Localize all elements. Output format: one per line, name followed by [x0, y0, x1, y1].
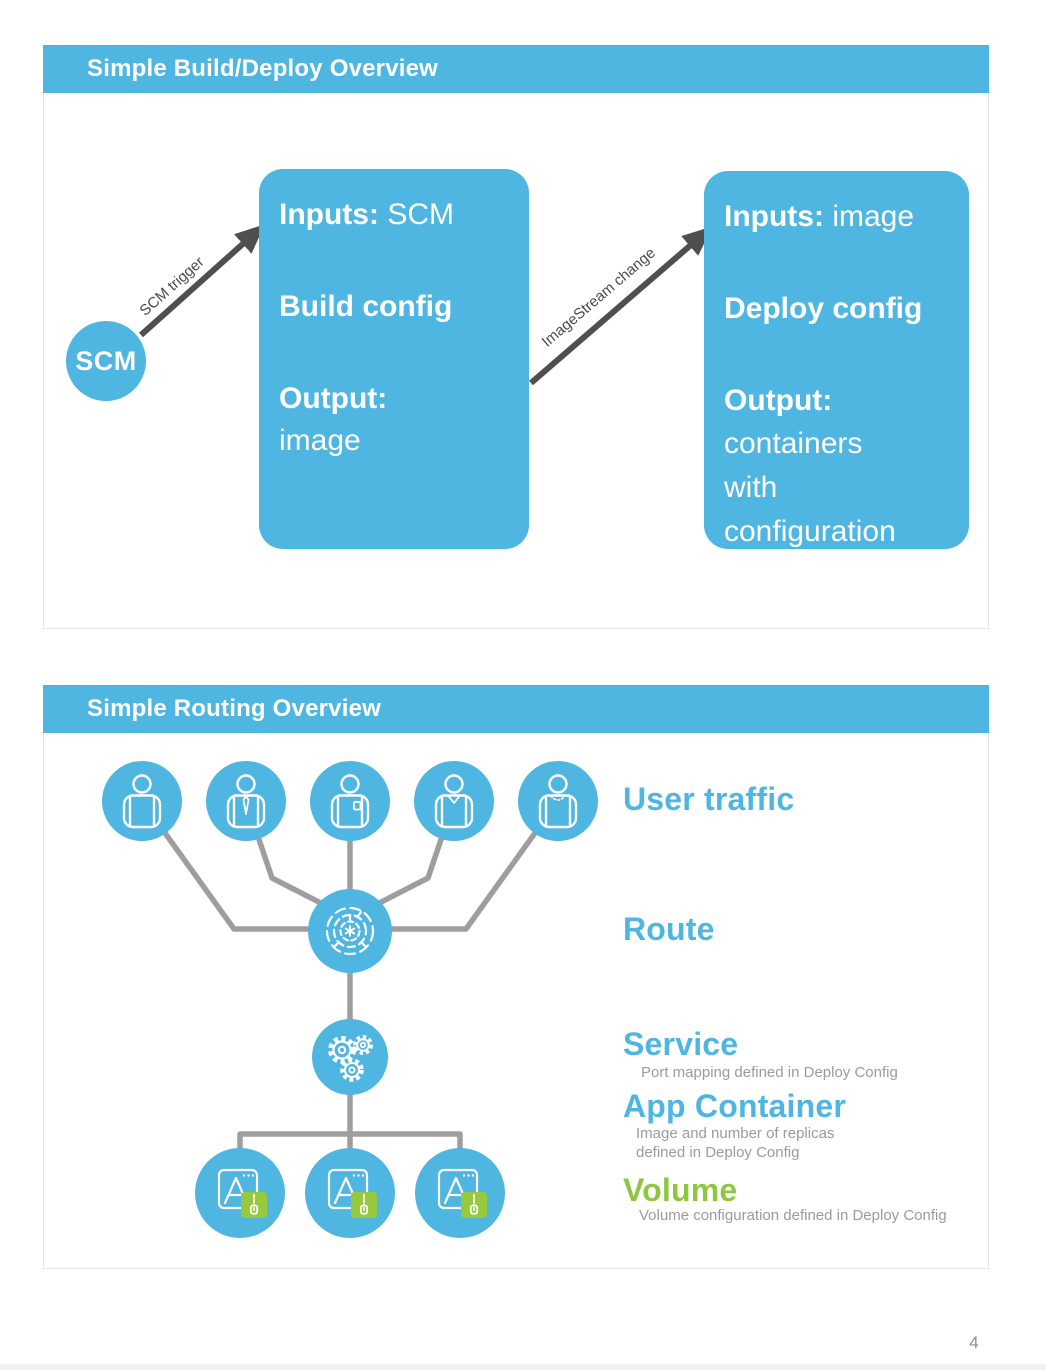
- user-node-1: [102, 761, 182, 841]
- build-inputs-value: SCM: [387, 198, 454, 231]
- imagestream-change-arrow-label: ImageStream change: [538, 244, 659, 351]
- build-output-value: image: [279, 424, 361, 457]
- maze-icon: [325, 906, 375, 956]
- service-label: Service: [623, 1026, 739, 1062]
- routing-title: Simple Routing Overview: [87, 695, 381, 722]
- deploy-inputs-label: Inputs:: [724, 200, 824, 233]
- build-deploy-title: Simple Build/Deploy Overview: [87, 55, 439, 82]
- app-container-label: App Container: [623, 1088, 847, 1124]
- service-sublabel: Port mapping defined in Deploy Config: [641, 1064, 898, 1081]
- routing-panel: Simple Routing Overview: [43, 685, 989, 1269]
- user-traffic-label: User traffic: [623, 781, 795, 817]
- deploy-output-label: Output:: [724, 384, 833, 417]
- volume-label: Volume: [623, 1172, 738, 1208]
- build-deploy-header: Simple Build/Deploy Overview: [43, 45, 989, 93]
- route-node: [308, 889, 392, 973]
- person-tie-icon: [226, 774, 266, 829]
- volume-sublabel: Volume configuration defined in Deploy C…: [639, 1207, 947, 1224]
- scm-trigger-arrow-label: SCM trigger: [136, 253, 208, 320]
- imagestream-change-arrow: [529, 226, 713, 386]
- scm-node: SCM: [66, 321, 146, 401]
- person-necklace-icon: [538, 774, 578, 829]
- app-container-node-3: [415, 1148, 505, 1238]
- deploy-inputs-line: Inputs: image: [724, 196, 949, 238]
- app-window-a-icon: [437, 1168, 487, 1218]
- app-window-a-icon: [217, 1168, 267, 1218]
- route-label: Route: [623, 911, 715, 947]
- person-vneck-icon: [434, 774, 474, 829]
- build-config-box: Inputs: SCM Build config Output: image: [259, 169, 529, 549]
- deploy-output-line-3: configuration: [724, 515, 896, 548]
- routing-header: Simple Routing Overview: [43, 685, 989, 733]
- routing-connectors: [139, 799, 561, 1193]
- app-container-node-2: [305, 1148, 395, 1238]
- build-output-label: Output:: [279, 382, 388, 415]
- page-number: 4: [969, 1333, 979, 1352]
- deploy-inputs-value: image: [832, 200, 915, 233]
- app-container-node-1: [195, 1148, 285, 1238]
- person-pocket-icon: [330, 774, 370, 829]
- build-inputs-line: Inputs: SCM: [279, 194, 509, 236]
- user-node-3: [310, 761, 390, 841]
- scm-node-label: SCM: [75, 345, 137, 376]
- app-container-sublabel: Image and number of replicas defined in …: [636, 1124, 834, 1162]
- deploy-config-box: Inputs: image Deploy config Output: cont…: [704, 171, 969, 549]
- gears-icon: [328, 1035, 373, 1082]
- deploy-output-line-2: with: [724, 471, 778, 504]
- deploy-config-name: Deploy config: [724, 292, 923, 325]
- build-deploy-panel: Simple Build/Deploy Overview SCM trigger…: [43, 45, 989, 629]
- user-node-5: [518, 761, 598, 841]
- page-edge-strip: [0, 1364, 1046, 1370]
- service-node: [312, 1019, 388, 1095]
- app-container-sublabel-line1: Image and number of replicas: [636, 1125, 835, 1142]
- user-node-4: [414, 761, 494, 841]
- app-container-sublabel-line2: defined in Deploy Config: [636, 1144, 800, 1161]
- app-window-a-icon: [327, 1168, 377, 1218]
- person-icon: [122, 774, 162, 829]
- build-config-name: Build config: [279, 290, 453, 323]
- build-inputs-label: Inputs:: [279, 198, 379, 231]
- deploy-output-line-1: containers: [724, 427, 863, 460]
- user-node-2: [206, 761, 286, 841]
